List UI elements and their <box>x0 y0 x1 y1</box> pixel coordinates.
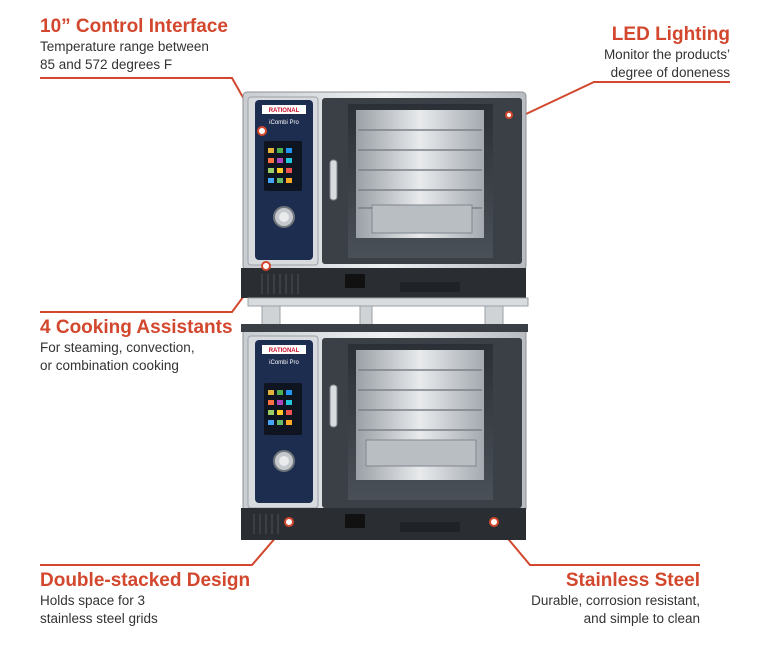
callout-desc-line: degree of doneness <box>610 65 730 80</box>
lower-drawer-display <box>345 514 365 528</box>
lower-brand-logo: RATIONAL <box>269 348 300 354</box>
lower-model-label: iCombi Pro <box>269 360 299 366</box>
upper-screen-icons <box>268 148 292 183</box>
callout-desc-line: stainless steel grids <box>40 611 158 626</box>
callout-title: 4 Cooking Assistants <box>40 317 233 338</box>
upper-model-label: iCombi Pro <box>269 120 299 126</box>
callout-desc-line: Monitor the products’ <box>603 47 730 62</box>
control-leader-line <box>40 77 263 132</box>
callout-title: 10” Control Interface <box>40 16 228 37</box>
callout-led-lighting: LED Lighting Monitor the products’ degre… <box>604 24 730 82</box>
upper-door-handle <box>329 159 338 201</box>
upper-control-marker-icon <box>257 126 267 136</box>
callout-control-interface: 10” Control Interface Temperature range … <box>40 16 228 74</box>
callout-cooking-assistants: 4 Cooking Assistants For steaming, conve… <box>40 317 233 375</box>
lower-oven: RATIONAL iCombi Pro <box>241 324 528 540</box>
led-leader-line <box>525 81 730 115</box>
callout-desc-line: Temperature range between <box>40 39 209 54</box>
lower-steel-pan <box>365 439 477 467</box>
lower-drawer-handle <box>400 522 460 532</box>
callout-title: Double-stacked Design <box>40 570 251 591</box>
callout-stainless-steel: Stainless Steel Durable, corrosion resis… <box>531 570 700 628</box>
upper-steel-pan <box>371 204 473 234</box>
callout-desc-line: Holds space for 3 <box>40 593 146 608</box>
upper-led-light-icon <box>505 111 513 119</box>
assistants-leader-line <box>40 265 267 313</box>
callout-title: LED Lighting <box>611 24 730 45</box>
steel-marker-icon <box>489 517 499 527</box>
callout-desc-line: and simple to clean <box>583 611 700 626</box>
lower-door-handle <box>329 384 338 428</box>
upper-vent-marker-icon <box>261 261 271 271</box>
upper-drawer-display <box>345 274 365 288</box>
callout-title: Stainless Steel <box>565 570 700 591</box>
upper-brand-logo: RATIONAL <box>269 108 300 114</box>
upper-drawer-handle <box>400 282 460 292</box>
lower-screen-icons <box>268 390 292 425</box>
callout-desc-line: Durable, corrosion resistant, <box>531 593 700 608</box>
upper-oven: RATIONAL iCombi Pro <box>241 91 527 298</box>
callout-double-stacked: Double-stacked Design Holds space for 3 … <box>40 570 250 628</box>
callout-desc-line: For steaming, convection, <box>40 340 195 355</box>
lower-stack-marker-icon <box>284 517 294 527</box>
callout-desc-line: 85 and 572 degrees F <box>40 57 173 72</box>
callout-desc-line: or combination cooking <box>40 358 179 373</box>
